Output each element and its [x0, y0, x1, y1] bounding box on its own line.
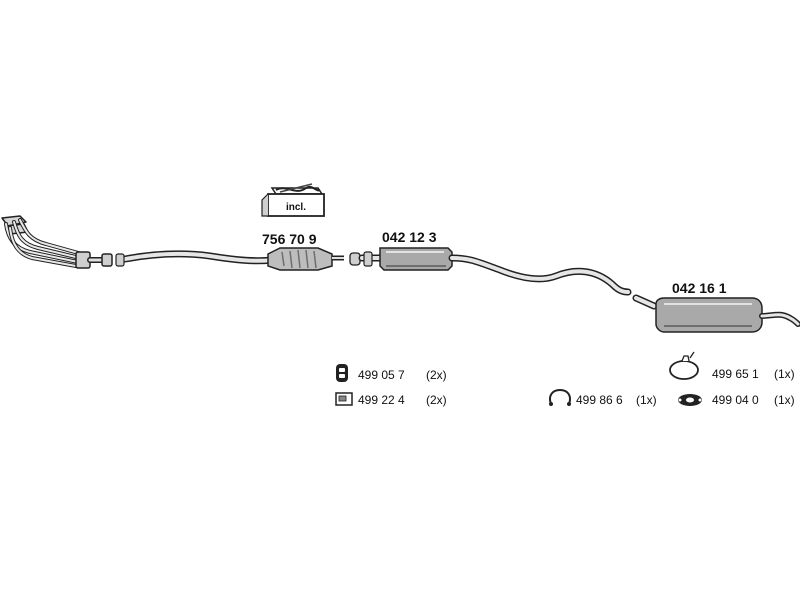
rubber-ring-icon	[669, 351, 699, 380]
fitting-number: 499 65 1	[712, 367, 759, 381]
fitting-quantity: (2x)	[426, 368, 447, 382]
kit-box-label: incl.	[286, 202, 306, 213]
fitting-number: 499 86 6	[576, 393, 623, 407]
rubber-hanger-icon	[336, 364, 348, 382]
intermediate-pipe	[115, 250, 276, 267]
gasket-icon	[678, 394, 702, 406]
fitting-item[interactable]: 499 05 7 (2x)	[336, 364, 447, 382]
fitting-number: 499 04 0	[712, 393, 759, 407]
fitting-item[interactable]: 499 04 0 (1x)	[678, 393, 795, 407]
pipe-joint	[349, 252, 361, 266]
part-number-catalytic-converter: 756 70 9	[262, 231, 317, 247]
part-number-centre-silencer: 042 12 3	[382, 229, 437, 245]
centre-silencer[interactable]	[358, 247, 632, 296]
fitting-quantity: (1x)	[774, 367, 795, 381]
fitting-item[interactable]: 499 65 1 (1x)	[669, 351, 795, 381]
catalytic-converter[interactable]	[267, 247, 344, 271]
fitting-item[interactable]: 499 86 6 (1x)	[549, 388, 657, 407]
fitting-item[interactable]: 499 22 4 (2x)	[335, 392, 447, 407]
fitting-quantity: (1x)	[636, 393, 657, 407]
clamp-icon	[549, 388, 571, 406]
part-number-rear-silencer: 042 16 1	[672, 280, 727, 296]
fitting-quantity: (1x)	[774, 393, 795, 407]
rear-silencer[interactable]	[632, 294, 800, 333]
mounting-kit-icon	[335, 392, 353, 406]
fitting-number: 499 05 7	[358, 368, 405, 382]
kit-box-icon: incl.	[261, 183, 325, 217]
fitting-quantity: (2x)	[426, 393, 447, 407]
front-pipe	[1, 215, 113, 269]
fitting-number: 499 22 4	[358, 393, 405, 407]
